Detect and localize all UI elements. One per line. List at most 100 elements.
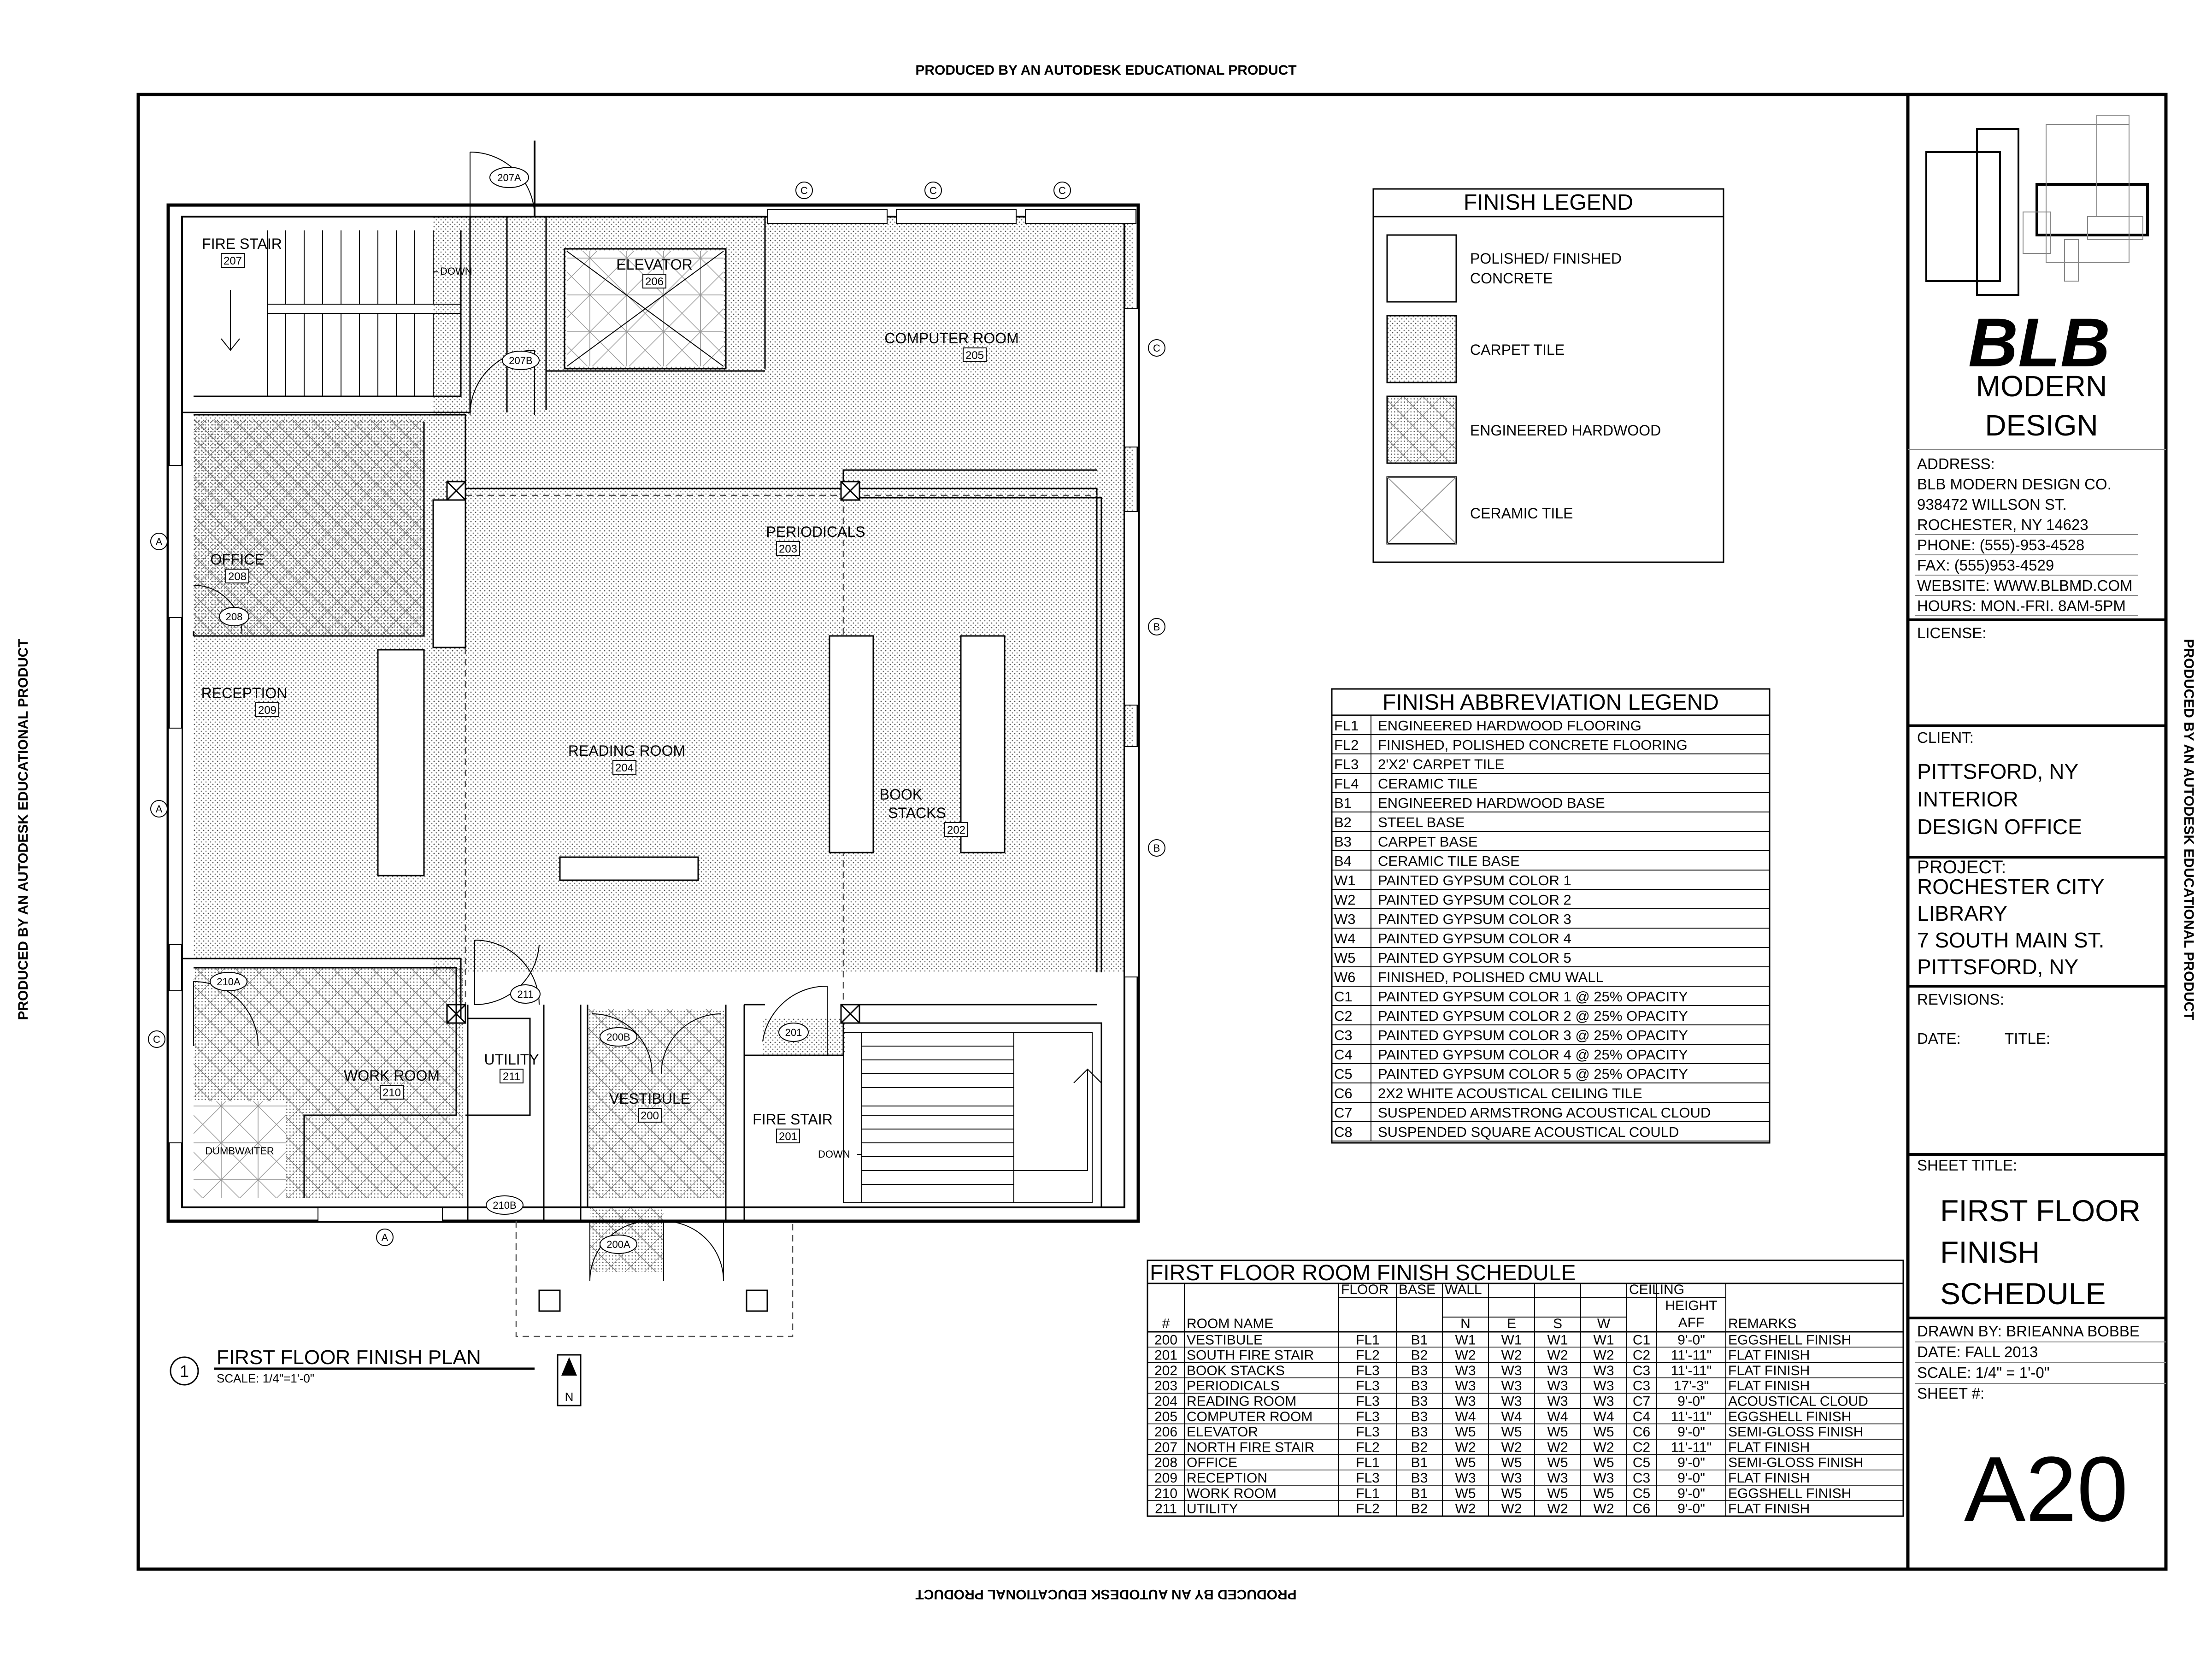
door-201-swing (762, 985, 828, 1055)
row-room-name: READING ROOM (1187, 1394, 1296, 1409)
abbrev-description: PAINTED GYPSUM COLOR 5 @ 25% OPACITY (1378, 1066, 1688, 1082)
room-finish-schedule: FIRST FLOOR ROOM FINISH SCHEDULE #ROOM N… (1147, 1259, 1904, 1517)
row-height: 11'-11" (1671, 1409, 1712, 1424)
row-height: 9'-0" (1677, 1394, 1705, 1409)
row-wall-w: W2 (1594, 1501, 1614, 1517)
abbrev-code: C7 (1334, 1105, 1353, 1121)
row-wall-n: W5 (1455, 1424, 1476, 1440)
door-tag-210a: 210A (217, 976, 241, 988)
row-wall-s: W5 (1547, 1486, 1568, 1501)
finish-legend: FINISH LEGEND POLISHED/ FINISHED CONCRET… (1372, 188, 1724, 563)
row-floor: FL2 (1356, 1348, 1380, 1363)
abbrev-description: PAINTED GYPSUM COLOR 4 @ 25% OPACITY (1378, 1047, 1688, 1063)
row-room-name: VESTIBULE (1187, 1332, 1263, 1347)
project-line-3: 7 SOUTH MAIN ST. (1917, 928, 2104, 952)
finish-carpet-main (433, 217, 1134, 972)
row-floor: FL1 (1356, 1455, 1380, 1471)
room-label-computer-room: COMPUTER ROOM (884, 330, 1019, 347)
address-line-8: HOURS: MON.-FRI. 8AM-5PM (1917, 597, 2126, 614)
row-wall-n: W3 (1455, 1394, 1476, 1409)
sheet-title-line-2: FINISH (1940, 1235, 2040, 1269)
row-height: 9'-0" (1677, 1471, 1705, 1486)
row-ceiling: C2 (1633, 1440, 1650, 1455)
project-line-2: LIBRARY (1917, 901, 2007, 925)
revisions-date-label: DATE: (1917, 1030, 1961, 1047)
door-tag-207b: 207B (509, 355, 532, 366)
row-floor: FL3 (1356, 1394, 1380, 1409)
room-label-work-room: WORK ROOM (344, 1067, 440, 1084)
fire-stair-207-down: DOWN (440, 265, 472, 277)
room-label-vestibule: VESTIBULE (609, 1090, 690, 1107)
finish-legend-title: FINISH LEGEND (1464, 190, 1633, 215)
row-ceiling: C5 (1633, 1486, 1650, 1501)
plan-scale: SCALE: 1/4"=1'-0" (217, 1371, 314, 1385)
abbrev-description: PAINTED GYPSUM COLOR 3 (1378, 911, 1571, 927)
row-ceiling: C2 (1633, 1348, 1650, 1363)
license-label: LICENSE: (1917, 624, 1986, 641)
row-floor: FL3 (1356, 1409, 1380, 1424)
abbrev-description: CERAMIC TILE BASE (1378, 853, 1520, 869)
row-remarks: FLAT FINISH (1728, 1501, 1810, 1517)
fire-stair-201-down: DOWN (818, 1148, 850, 1160)
abbrev-description: ENGINEERED HARDWOOD FLOORING (1378, 718, 1641, 734)
schedule-header-n: N (1460, 1316, 1471, 1331)
company-logo-text: BLB (1968, 304, 2110, 381)
row-room-name: OFFICE (1187, 1455, 1237, 1471)
schedule-header-num: # (1162, 1316, 1170, 1331)
drawn-by: DRAWN BY: BRIEANNA BOBBE (1917, 1323, 2140, 1340)
row-ceiling: C1 (1633, 1332, 1650, 1347)
row-height: 9'-0" (1677, 1486, 1705, 1501)
row-height: 17'-3" (1674, 1378, 1709, 1394)
row-remarks: FLAT FINISH (1728, 1378, 1810, 1394)
drawing-scale: SCALE: 1/4" = 1'-0" (1917, 1364, 2049, 1381)
abbrev-description: PAINTED GYPSUM COLOR 3 @ 25% OPACITY (1378, 1027, 1688, 1043)
company-name-1: MODERN (1976, 370, 2107, 403)
door-tag-208: 208 (226, 611, 243, 623)
row-wall-e: W3 (1501, 1394, 1522, 1409)
abbrev-description: FINISHED, POLISHED CONCRETE FLOORING (1378, 737, 1688, 753)
entry-canopy (515, 1221, 794, 1337)
row-ceiling: C3 (1633, 1363, 1650, 1378)
row-room-name: WORK ROOM (1187, 1486, 1277, 1501)
room-label-stacks: STACKS (888, 805, 946, 821)
row-base: B3 (1411, 1424, 1428, 1440)
abbrev-code: C2 (1334, 1008, 1353, 1024)
row-wall-n: W3 (1455, 1363, 1476, 1378)
row-number: 205 (1154, 1409, 1177, 1424)
row-height: 9'-0" (1677, 1332, 1705, 1347)
address-line-1: ADDRESS: (1917, 455, 1995, 472)
revisions-title-label: TITLE: (2005, 1030, 2050, 1047)
row-wall-w: W4 (1594, 1409, 1614, 1424)
row-number: 202 (1154, 1363, 1177, 1378)
abbrev-description: 2X2 WHITE ACOUSTICAL CEILING TILE (1378, 1085, 1642, 1101)
fire-stair-201-walls (744, 1022, 1102, 1207)
row-wall-e: W3 (1501, 1471, 1522, 1486)
floor-plan: DOWN (148, 141, 1165, 1406)
grid-tag-c2: C (930, 185, 937, 196)
row-remarks: FLAT FINISH (1728, 1363, 1810, 1378)
project-label: PROJECT: (1917, 857, 2006, 877)
abbrev-description: STEEL BASE (1378, 814, 1465, 830)
watermark-left: PRODUCED BY AN AUTODESK EDUCATIONAL PROD… (16, 639, 31, 1020)
legend-swatch-hardwood (1386, 395, 1457, 464)
abbrev-code: C1 (1334, 988, 1353, 1005)
row-number: 200 (1154, 1332, 1177, 1347)
company-name-2: DESIGN (1985, 409, 2098, 442)
abbrev-description: SUSPENDED ARMSTRONG ACOUSTICAL CLOUD (1378, 1105, 1711, 1121)
abbreviation-legend-title: FINISH ABBREVIATION LEGEND (1382, 690, 1719, 715)
row-wall-s: W1 (1547, 1332, 1568, 1347)
address-line-5: PHONE: (555)-953-4528 (1917, 536, 2084, 553)
abbrev-code: FL4 (1334, 776, 1359, 792)
client-line-3: DESIGN OFFICE (1917, 815, 2082, 839)
row-wall-e: W5 (1501, 1424, 1522, 1440)
address-line-7: WEBSITE: WWW.BLBMD.COM (1917, 577, 2133, 594)
door-tag-200a: 200A (606, 1239, 630, 1250)
row-remarks: EGGSHELL FINISH (1728, 1409, 1851, 1424)
schedule-header-height: HEIGHT (1665, 1298, 1717, 1313)
row-wall-w: W5 (1594, 1455, 1614, 1471)
row-remarks: SEMI-GLOSS FINISH (1728, 1455, 1863, 1471)
grid-tag-c1: C (800, 185, 808, 196)
room-label-reception: RECEPTION (201, 685, 288, 701)
abbrev-code: W3 (1334, 911, 1356, 927)
schedule-header-s: S (1553, 1316, 1562, 1331)
